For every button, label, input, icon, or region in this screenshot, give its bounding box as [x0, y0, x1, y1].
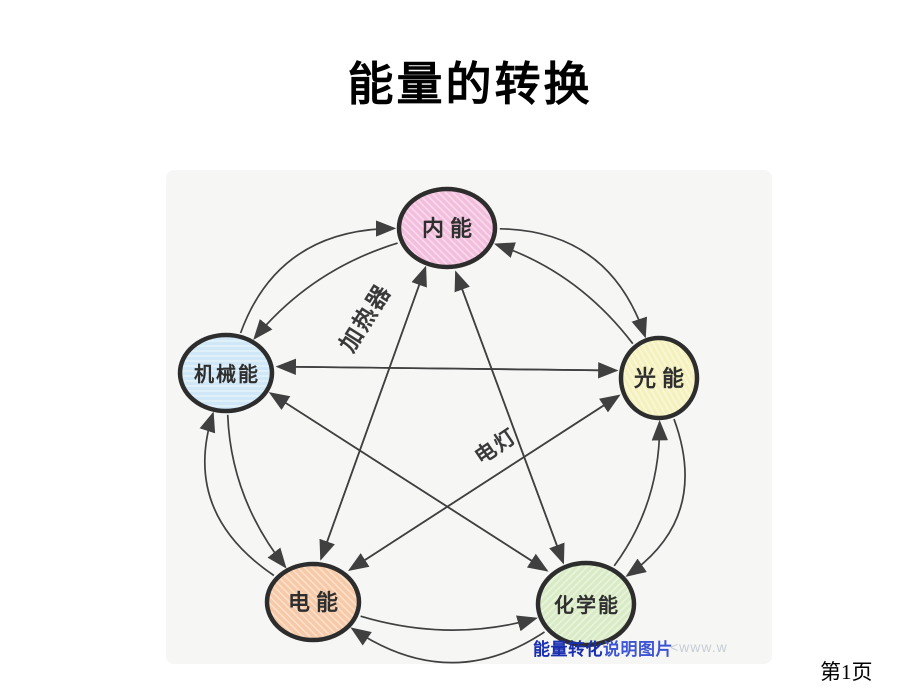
arrow-neng-to-guang: [499, 227, 648, 339]
arrow-huaxue-to-jixie: [268, 392, 548, 572]
energy-node-neng: 内能: [396, 186, 498, 270]
node-label-jixie: 机械能: [194, 362, 260, 386]
arrow-jixie-to-dian: [226, 414, 287, 569]
node-label-dian: 电能: [288, 590, 344, 615]
slide-title: 能量的转换: [347, 59, 593, 110]
watermark-text: <www.w: [670, 639, 728, 655]
arrow-dian-to-jixie: [199, 411, 275, 577]
image-caption: 能量转化说明图片: [533, 635, 673, 660]
arrow-huaxue-to-dian: [350, 627, 545, 664]
arrow-neng-to-huaxue: [455, 272, 565, 565]
arrow-jixie-to-neng: [239, 220, 397, 334]
arrow-huaxue-to-guang: [613, 419, 669, 567]
node-label-neng: 内能: [422, 216, 478, 241]
page-number: 第1页: [820, 660, 873, 684]
node-circle-dian: [264, 561, 362, 643]
caption-rest-text: 说明图片: [603, 640, 673, 659]
scanned-figure-background: [166, 170, 772, 664]
node-circle-huaxue: [535, 560, 637, 648]
node-label-guang: 光能: [633, 366, 690, 391]
arrow-guang-to-neng: [493, 242, 634, 345]
node-circle-guang: [618, 335, 700, 421]
arrow-neng-to-jixie: [253, 242, 398, 340]
node-circle-neng: [396, 186, 498, 270]
arrow-guang-to-jixie: [275, 358, 617, 375]
caption-bold-text: 能量转化: [533, 640, 603, 659]
node-circle-jixie: [177, 332, 275, 414]
arrow-dian-to-huaxue: [360, 615, 538, 632]
arrow-neng-to-dian: [319, 267, 427, 561]
energy-node-dian: 电能: [264, 561, 362, 643]
arrow-guang-to-dian: [347, 394, 620, 572]
node-label-huaxue: 化学能: [554, 593, 620, 617]
energy-node-huaxue: 化学能: [535, 560, 637, 648]
energy-node-guang: 光能: [618, 335, 700, 421]
arrow-guang-to-huaxue: [625, 418, 686, 577]
energy-node-jixie: 机械能: [177, 332, 275, 414]
